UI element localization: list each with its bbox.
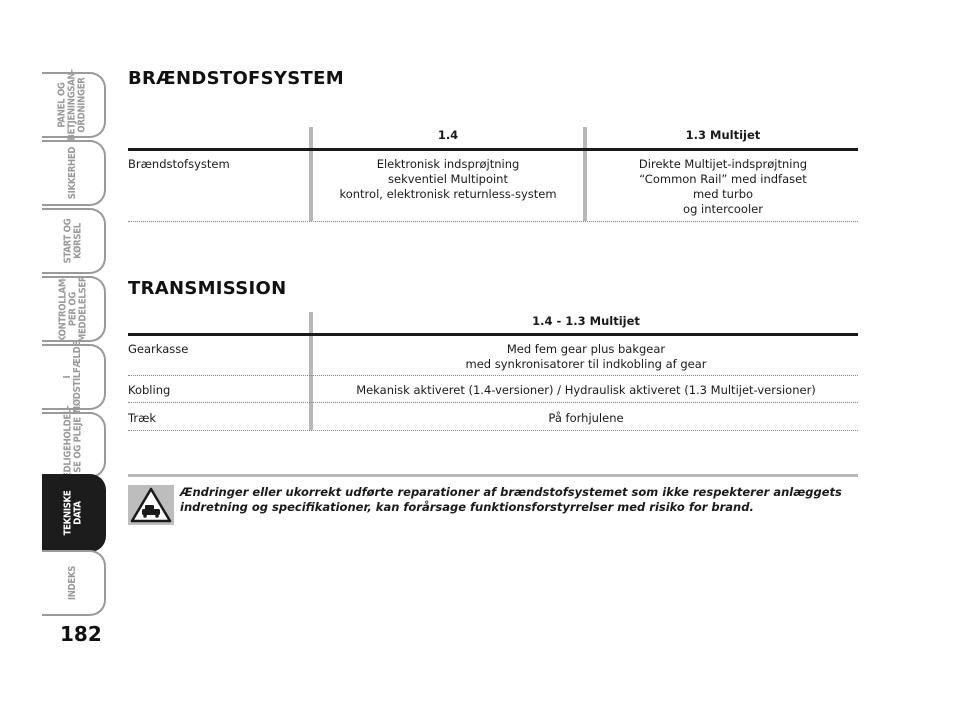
gearkasse-value: Med fem gear plus bakgear med synkronisa… [465,342,707,371]
col-header-1-3-multijet: 1.3 Multijet [685,128,761,142]
row-label-braendstofsystem: Brændstofsystem [128,157,230,171]
row-label-gearkasse: Gearkasse [128,342,189,356]
kobling-value: Mekanisk aktiveret (1.4-versioner) / Hyd… [356,383,816,397]
tab-tekniske-data[interactable]: TEKNISKE DATA [42,474,106,552]
column-divider [583,127,587,221]
column-divider [309,312,313,430]
tab-label: INDEKS [67,565,78,601]
header-rule [128,148,858,151]
fuel-system-title: BRÆNDSTOFSYSTEM [128,68,344,89]
tab-kontrollamper-og-meddelelser[interactable]: KONTROLLAM- PER OG MEDDELELSER [42,276,106,342]
warning-icon-box [128,485,174,525]
tab-label: START OG KØRSEL [61,218,83,264]
row-label-kobling: Kobling [128,383,171,397]
tab-panel-og-betjeningsanordninger[interactable]: PANEL OG BETJENINGSAN- ORDNINGER [42,69,106,141]
tab-start-og-korsel[interactable]: START OG KØRSEL [42,208,106,274]
tab-label: TEKNISKE DATA [61,490,83,536]
tab-vedligeholdelse-og-pleje[interactable]: VEDLIGEHOLDEL- SE OG PLEJE [42,406,106,484]
tab-label: KONTROLLAM- PER OG MEDDELELSER [57,275,88,343]
transmission-title: TRANSMISSION [128,278,287,299]
traek-value: På forhjulene [548,411,624,425]
tab-label: PANEL OG BETJENINGSAN- ORDNINGER [57,69,88,141]
row-separator [128,430,858,431]
tab-sikkerhed[interactable]: SIKKERHED [42,140,106,206]
col-header-1-4: 1.4 [437,128,459,142]
tab-indeks[interactable]: INDEKS [42,550,106,616]
warning-text: Ændringer eller ukorrekt udførte reparat… [180,485,842,514]
warning-rule [128,474,858,477]
row-separator [128,402,858,403]
page-number: 182 [60,622,102,646]
fuel-system-value-1-4: Elektronisk indsprøjtning sekventiel Mul… [339,157,557,201]
row-separator [128,375,858,376]
column-divider [309,127,313,221]
tab-label: I NØDSTILFÆLDE [62,340,83,414]
car-lift-warning-icon [130,487,172,523]
row-label-traek: Træk [128,411,157,425]
fuel-system-value-1-3: Direkte Multijet-indsprøjtning “Common R… [638,157,808,216]
tab-label: SIKKERHED [67,146,78,200]
header-rule [128,333,858,336]
tab-i-nodstilfaelde[interactable]: I NØDSTILFÆLDE [42,340,106,414]
tab-label: VEDLIGEHOLDEL- SE OG PLEJE [62,405,83,485]
row-separator [128,221,858,222]
col-header-transmission: 1.4 - 1.3 Multijet [532,314,640,328]
